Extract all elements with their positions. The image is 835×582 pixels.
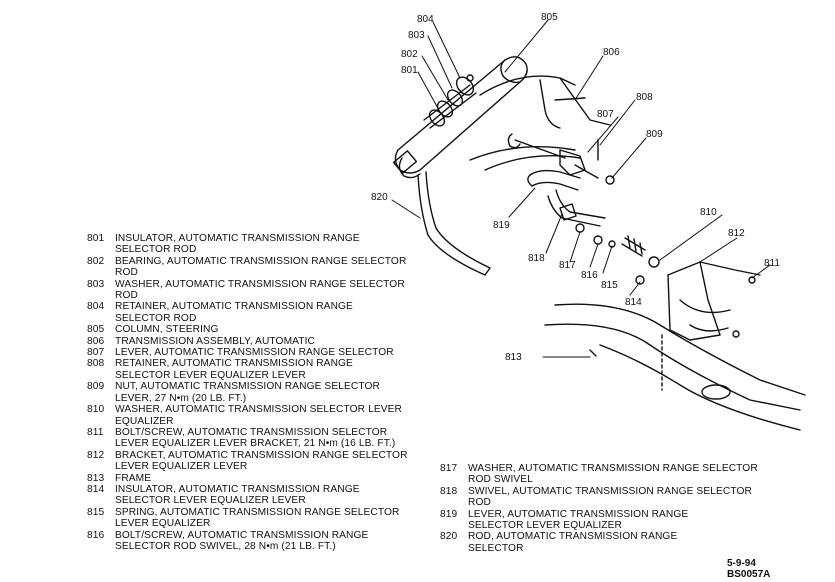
callout-814: 814 (625, 297, 642, 308)
revision-date: 5-9-94 (727, 558, 756, 569)
callout-820: 820 (371, 192, 388, 203)
selector-rod-drawing (417, 171, 491, 276)
callout-813: 813 (505, 352, 522, 363)
callout-806: 806 (603, 47, 620, 58)
callout-805: 805 (541, 12, 558, 23)
callout-803: 803 (408, 30, 425, 41)
frame-drawing (544, 303, 806, 431)
callout-816: 816 (581, 270, 598, 281)
callout-815: 815 (601, 280, 618, 291)
callout-807: 807 (597, 109, 614, 120)
callout-808: 808 (636, 92, 653, 103)
swivel-drawing (559, 203, 660, 285)
callout-804: 804 (417, 14, 434, 25)
selector-lever-drawing (507, 133, 615, 227)
callout-801: 801 (401, 65, 418, 76)
callout-812: 812 (728, 228, 745, 239)
callout-811: 811 (764, 258, 780, 269)
callout-818: 818 (528, 253, 545, 264)
leader-lines (391, 19, 771, 358)
callout-802: 802 (401, 49, 418, 60)
callout-817: 817 (559, 260, 576, 271)
callout-809: 809 (646, 129, 663, 140)
callout-819: 819 (493, 220, 510, 231)
transmission-drawing (469, 75, 611, 171)
bracket-drawing (667, 261, 761, 341)
column-washers-drawing (428, 74, 475, 127)
callout-810: 810 (700, 207, 717, 218)
figure-id: BS0057A (727, 569, 771, 580)
steering-column-drawing (392, 56, 528, 179)
